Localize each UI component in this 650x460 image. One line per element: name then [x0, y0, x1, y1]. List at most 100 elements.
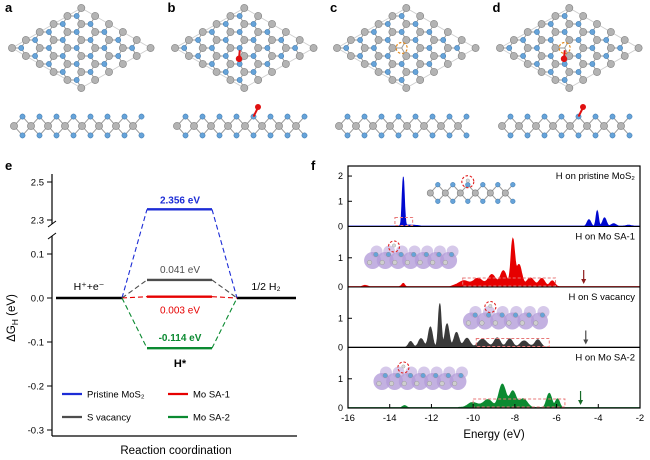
s-atom [73, 13, 80, 19]
mo-atom [129, 122, 137, 130]
mo-atom [172, 122, 181, 130]
s-atom [138, 132, 145, 139]
mo-atom [457, 36, 466, 44]
s-atom [495, 182, 501, 188]
panel-label-a: a [5, 0, 13, 15]
mo-atom [226, 76, 234, 84]
mo-atom [352, 122, 360, 130]
mo-atom [592, 36, 601, 44]
s-atom [138, 113, 145, 120]
lattice-top-view [333, 4, 480, 92]
legend-label: Pristine MoS₂ [87, 390, 145, 401]
s-atom [446, 113, 453, 120]
lattice-side-view [426, 182, 516, 204]
mo-atom [564, 4, 573, 12]
mo-atom [416, 60, 425, 68]
s-atom [589, 45, 595, 51]
mo-atom [501, 189, 509, 197]
s-atom [32, 53, 38, 59]
mo-atom [118, 60, 127, 68]
s-atom [480, 182, 486, 188]
s-atom [104, 113, 111, 120]
s-atom [465, 198, 471, 204]
mo-atom [267, 36, 276, 44]
s-atom [129, 45, 135, 51]
legend-label: S vacancy [87, 413, 131, 424]
s-atom [561, 13, 568, 19]
panel-b-top-view [170, 4, 317, 92]
mo-atom [430, 36, 438, 44]
mo-atom [212, 36, 220, 44]
mo-atom [426, 189, 434, 197]
s-atom [589, 29, 595, 35]
lattice-top-view [495, 4, 642, 92]
s-atom [115, 37, 122, 43]
mo-atom [91, 60, 100, 68]
mo-atom [416, 44, 425, 52]
panel-d-side-view [497, 104, 632, 139]
s-atom [435, 198, 441, 204]
subpanel-label: H on Mo SA-1 [575, 232, 635, 243]
svg-text:0.041 eV: 0.041 eV [160, 265, 200, 276]
svg-text:-10: -10 [466, 413, 480, 424]
s-atom [426, 29, 433, 35]
mo-atom [402, 84, 411, 92]
s-atom [101, 45, 108, 51]
mo-atom [63, 60, 72, 68]
mo-atom [118, 28, 127, 36]
svg-text:0.1: 0.1 [31, 250, 44, 261]
s-atom [361, 132, 368, 139]
mo-atom [360, 44, 369, 52]
s-atom [208, 29, 215, 35]
s-atom [277, 37, 284, 43]
s-atom [533, 61, 540, 67]
mo-atom [226, 44, 234, 52]
s-atom [250, 132, 256, 139]
svg-text:0.0: 0.0 [31, 294, 44, 305]
mo-atom [606, 44, 615, 52]
h-adatom [235, 55, 242, 62]
s-atom [104, 132, 111, 139]
mo-atom [620, 52, 629, 60]
s-atom [194, 37, 201, 43]
s-atom [236, 13, 243, 19]
panel-label-c: c [330, 0, 338, 15]
s-atom [222, 21, 229, 27]
mo-atom [402, 36, 411, 44]
mo-atom [198, 28, 207, 36]
panel-d-top-view [495, 4, 642, 92]
svg-text:-12: -12 [425, 413, 439, 424]
mo-atom [267, 52, 276, 60]
mo-atom [443, 44, 452, 52]
mo-atom [212, 20, 220, 28]
mo-atom [91, 76, 100, 84]
mo-atom [578, 60, 587, 68]
s-atom [236, 29, 243, 35]
mo-atom [537, 20, 545, 28]
svg-text:-16: -16 [341, 413, 355, 424]
s-atom [378, 113, 385, 120]
s-atom [46, 29, 52, 35]
s-atom [561, 77, 568, 83]
s-atom [344, 132, 351, 139]
mo-atom [274, 122, 283, 130]
mo-atom [360, 28, 369, 36]
mo-atom [91, 12, 100, 20]
subpanel-label: H on pristine MoS₂ [556, 171, 636, 182]
s-atom [616, 45, 623, 51]
mo-atom [523, 28, 532, 36]
mo-atom [374, 68, 383, 76]
s-atom [558, 113, 564, 120]
mo-atom [443, 60, 452, 68]
mo-atom [253, 60, 262, 68]
mo-atom [226, 12, 234, 20]
panel-b-side-view [172, 104, 307, 139]
s-atom [46, 61, 52, 67]
h-adatom [560, 55, 567, 62]
marker-arrow [581, 279, 587, 284]
panel-label-f: f [311, 158, 316, 173]
mo-atom [578, 44, 587, 52]
s-atom [59, 69, 66, 75]
s-atom [507, 132, 513, 139]
mo-atom [564, 84, 573, 92]
